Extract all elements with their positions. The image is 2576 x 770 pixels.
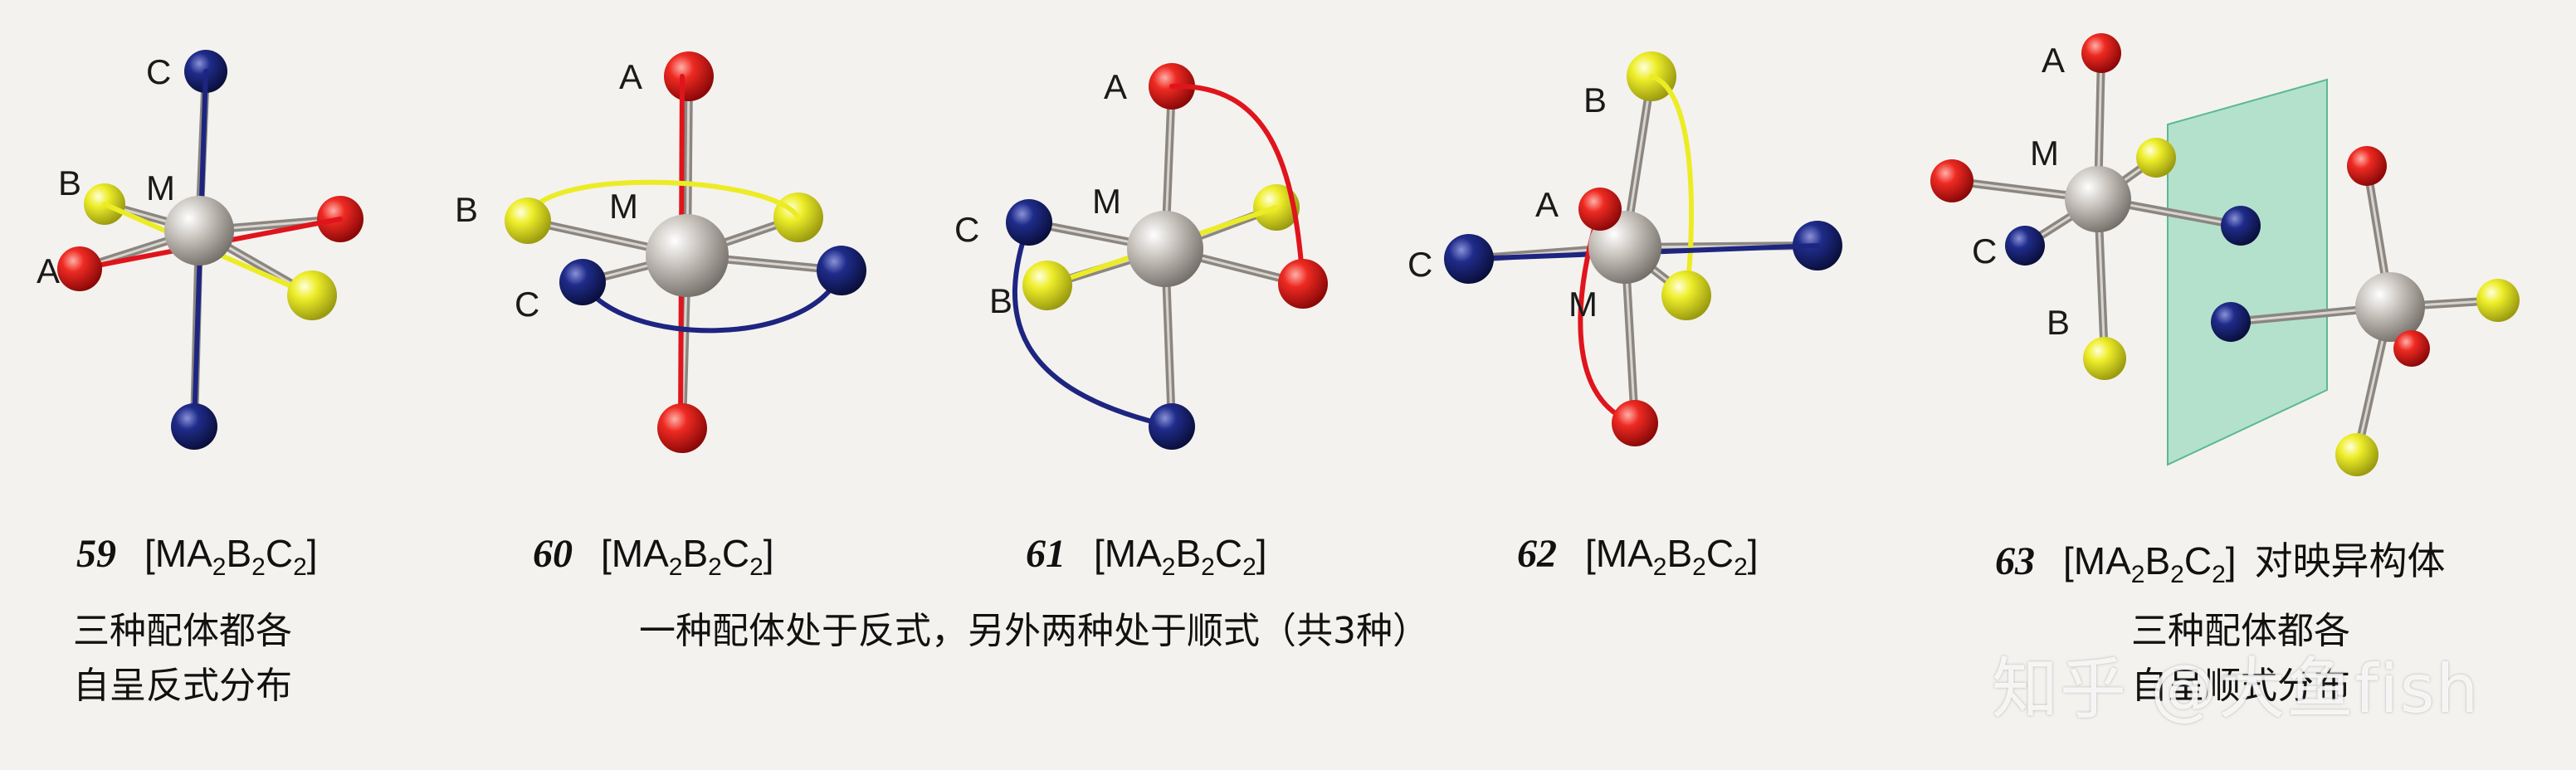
connector-a xyxy=(1169,83,1305,286)
label-m-62: M xyxy=(1569,285,1598,324)
atom-m xyxy=(164,196,234,266)
label-b-63: B xyxy=(2047,303,2071,342)
atom-c xyxy=(1444,234,1494,284)
atom-m xyxy=(2065,166,2131,232)
desc-cis-all: 三种配体都各 自呈顺式分布 xyxy=(2131,610,2350,707)
label-a-62: A xyxy=(1535,185,1559,224)
mirror-plane xyxy=(2167,78,2328,466)
atom-b xyxy=(2476,279,2520,322)
atom-b xyxy=(505,197,551,244)
atom-a xyxy=(57,246,102,291)
label-b-60: B xyxy=(455,190,479,229)
atom-c xyxy=(559,259,606,305)
atom-a xyxy=(2081,33,2121,73)
atom-c xyxy=(1149,403,1195,450)
atom-a xyxy=(2393,330,2430,367)
label-c-59: C xyxy=(146,52,172,91)
atom-a xyxy=(664,51,714,101)
atom-a xyxy=(1612,400,1658,446)
atom-a xyxy=(1278,259,1328,309)
caption-63: 63 [MA2B2C2] 对映异构体 xyxy=(1995,531,2446,588)
atom-b xyxy=(2136,138,2176,178)
structure-formula: [MA2B2C2] xyxy=(601,532,774,582)
connector-c xyxy=(1012,220,1174,429)
label-a-60: A xyxy=(619,57,643,96)
label-a-61: A xyxy=(1104,67,1128,106)
atom-a xyxy=(1930,159,1973,202)
atom-c xyxy=(1006,199,1052,246)
atom-c xyxy=(817,246,866,295)
molecule-60 xyxy=(505,51,866,453)
atom-c xyxy=(2005,226,2045,266)
label-c-62: C xyxy=(1408,245,1433,284)
label-m-59: M xyxy=(146,168,175,207)
atom-c xyxy=(171,403,217,450)
structure-formula: [MA2B2C2] xyxy=(144,532,318,582)
label-a-63: A xyxy=(2042,41,2066,80)
connector-b xyxy=(525,179,801,223)
label-c-60: C xyxy=(515,285,540,324)
desc-one-trans: 一种配体处于反式，另外两种处于顺式（共3种） xyxy=(639,610,1429,652)
label-m-63: M xyxy=(2030,134,2059,173)
caption-60: 60 [MA2B2C2] xyxy=(533,531,774,581)
atom-a xyxy=(657,403,707,453)
caption-62: 62 [MA2B2C2] xyxy=(1517,531,1759,581)
connector-c xyxy=(580,268,844,334)
structure-formula: [MA2B2C2] xyxy=(2063,539,2237,589)
atom-m xyxy=(646,214,729,297)
label-b-62: B xyxy=(1583,80,1608,119)
atom-a xyxy=(2347,146,2387,186)
enantiomer-note: 对映异构体 xyxy=(2254,539,2446,582)
label-b-61: B xyxy=(989,281,1013,320)
molecule-59 xyxy=(57,50,363,450)
atom-b xyxy=(2083,337,2126,380)
atom-b xyxy=(287,270,337,320)
structure-number: 62 xyxy=(1517,532,1557,576)
atom-c xyxy=(2211,302,2251,342)
label-m-60: M xyxy=(609,187,638,226)
watermark: 知乎 @大鱼fish xyxy=(1992,651,2481,728)
label-b-59: B xyxy=(58,163,82,202)
atom-b xyxy=(2335,433,2378,476)
structure-formula: [MA2B2C2] xyxy=(1094,532,1267,582)
molecule-63 xyxy=(1930,33,2520,476)
structure-number: 60 xyxy=(533,532,573,576)
atom-m xyxy=(2355,272,2425,342)
structure-number: 61 xyxy=(1026,532,1066,576)
atom-b xyxy=(1022,261,1072,310)
label-a-59: A xyxy=(37,251,61,290)
structure-number: 63 xyxy=(1995,539,2035,583)
desc-trans-all: 三种配体都各 自呈反式分布 xyxy=(73,610,292,707)
caption-59: 59 [MA2B2C2] xyxy=(76,531,318,581)
atom-m xyxy=(1127,211,1203,287)
molecule-61 xyxy=(1006,63,1328,450)
molecule-62 xyxy=(1444,51,1842,446)
label-c-63: C xyxy=(1972,231,1998,270)
structure-number: 59 xyxy=(76,532,116,576)
atom-c xyxy=(2221,206,2261,246)
label-c-61: C xyxy=(954,210,980,249)
atom-a xyxy=(1578,188,1622,231)
label-m-61: M xyxy=(1092,182,1121,221)
caption-61: 61 [MA2B2C2] xyxy=(1026,531,1267,581)
structure-formula: [MA2B2C2] xyxy=(1585,532,1759,582)
atom-b xyxy=(1661,270,1711,320)
